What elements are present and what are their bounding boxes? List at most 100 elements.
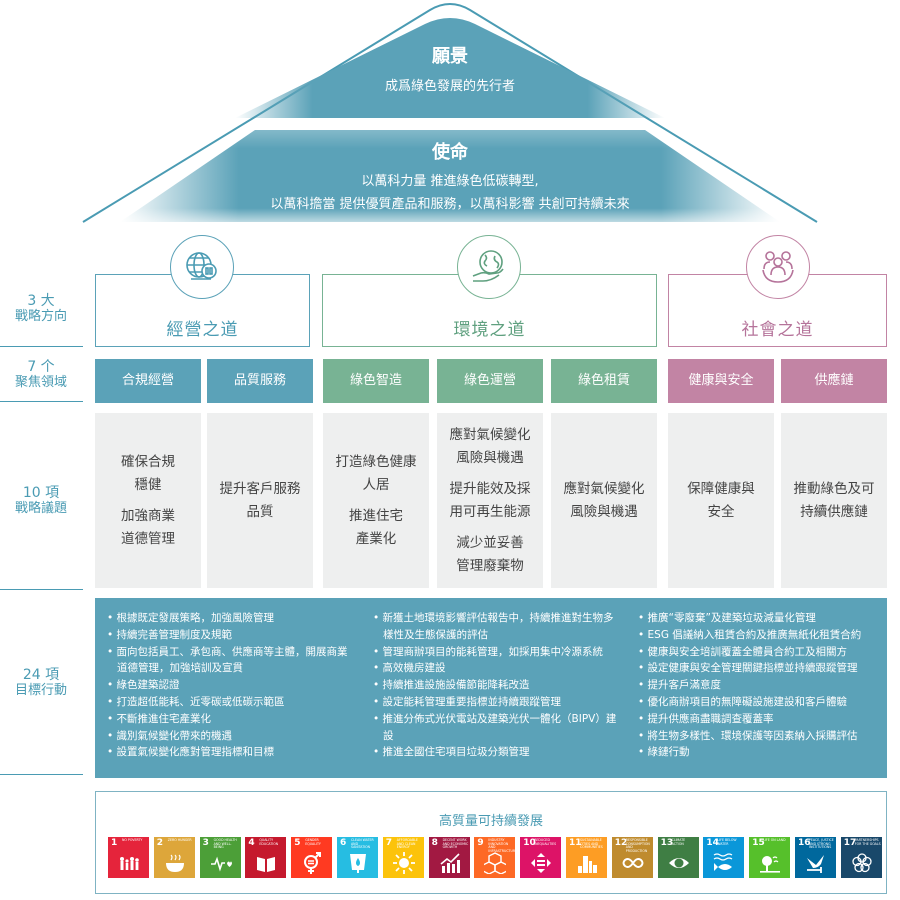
action-item: 健康與安全培訓覆蓋全體員合約工及相關方 [638, 644, 883, 661]
sdg-goal-13: 13Climate Action [657, 837, 699, 878]
sdg-label: Gender Equality [305, 838, 321, 846]
issue-box: 打造綠色健康 人居 推進住宅 產業化 [323, 413, 429, 588]
issue-box: 保障健康與 安全 [668, 413, 774, 588]
action-item: 推進分佈式光伏電站及建築光伏一體化（BIPV）建設 [373, 711, 623, 745]
divider [0, 346, 83, 347]
vision-title: 願景 [432, 46, 468, 67]
action-item: 推廣“零廢棄”及建築垃圾減量化管理 [638, 610, 883, 627]
sdg-label: Peace, Justice and Strong Institutions [809, 838, 834, 850]
tree-icon [760, 856, 781, 873]
equal-arrows-icon [531, 853, 552, 873]
action-item: 綠鏈行動 [638, 744, 883, 761]
sdg-number: 2 [156, 838, 164, 848]
issue-text: 保障健康與 安全 [687, 480, 755, 520]
sdg-label: Reduced Inequalities [534, 838, 557, 846]
water-drop-icon [350, 854, 366, 873]
issue-box: 應對氣候變化 風險與機遇 [551, 413, 657, 588]
dove-icon [807, 855, 824, 873]
sdg-goal-2: 2Zero Hunger [153, 837, 195, 878]
sdg-label: Clean Water and Sanitation [351, 838, 374, 850]
sdg-number: 7 [385, 838, 393, 848]
sdg-goal-15: 15Life on Land [749, 837, 791, 878]
globe-chart-icon [170, 235, 234, 299]
mission-title: 使命 [432, 142, 468, 163]
issue-box: 推動綠色及可 持續供應鏈 [781, 413, 887, 588]
action-item: 將生物多樣性、環境保護等因素納入採購評估 [638, 728, 883, 745]
focus-green-leasing: 綠色租賃 [551, 359, 657, 403]
focus-supply-chain: 供應鏈 [781, 359, 887, 403]
sdg-number: 1 [111, 838, 118, 848]
issue-text: 提升客戶服務 品質 [219, 480, 301, 520]
actions-column-environment: 新獲土地環境影響評估報告中，持續推進對生物多樣性及生態保護的評估管理商辦項目的能… [373, 610, 623, 761]
sdg-goal-7: 7Affordable and Clean Energy [382, 837, 424, 878]
book-icon [257, 857, 276, 872]
action-item: 綠色建築認證 [107, 677, 357, 694]
pyramid-outline [82, 3, 818, 223]
sdg-goal-5: 5Gender Equality [291, 837, 333, 878]
issue-text: 打造綠色健康 人居 [335, 453, 417, 493]
label-focus: 7 个 聚焦領域 [14, 359, 67, 391]
action-item: 高效機房建設 [373, 660, 623, 677]
sdg-label: Climate Action [671, 838, 686, 846]
action-item: 設置氣候變化應對管理指標和目標 [107, 744, 357, 761]
sdg-goal-11: 11Sustainable Cities and Communities [566, 837, 607, 878]
sdg-label: Partnerships for the Goals [854, 838, 881, 846]
sdg-number: 11 [569, 838, 582, 848]
sdg-goal-14: 14Life Below Water [703, 837, 745, 878]
focus-green-manufacturing: 綠色智造 [323, 359, 429, 403]
city-icon [578, 856, 597, 873]
sdg-label: Affordable and Clean Energy [396, 838, 418, 850]
divider [0, 589, 83, 590]
sdg-label: Responsible Consumption and Production [625, 838, 650, 853]
sdg-label: Industry Innovation and Infrastructure [488, 838, 516, 853]
sdg-number: 14 [706, 838, 719, 848]
issue-text: 提升能效及採 用可再生能源 [449, 480, 531, 520]
action-item: 提升供應商盡職調查覆蓋率 [638, 711, 883, 728]
mission-line-2: 以萬科擔當 提供優質產品和服務，以萬科影響 共創可持續未來 [270, 197, 630, 212]
action-item: 管理商辦項目的能耗管理，如採用集中冷源系統 [373, 644, 623, 661]
focus-green-operation: 綠色運營 [437, 359, 543, 403]
fish-icon [714, 853, 733, 871]
focus-quality-service: 品質服務 [207, 359, 313, 403]
sdg-goal-8: 8Decent Work and Economic Growth [428, 837, 470, 878]
issue-text: 推動綠色及可 持續供應鏈 [793, 480, 875, 520]
issue-text: 推進住宅 產業化 [349, 507, 403, 547]
community-people-icon [746, 235, 810, 299]
target-actions-panel: 根據既定發展策略，加強風險管理持續完善管理制度及規範面向包括員工、承包商、供應商… [95, 598, 887, 778]
people-icon [120, 857, 139, 870]
action-item: 推進全國住宅項目垃圾分類管理 [373, 744, 623, 761]
issue-text: 應對氣候變化 風險與機遇 [563, 480, 645, 520]
sdg-number: 17 [843, 838, 857, 848]
focus-compliance: 合規經營 [95, 359, 201, 403]
issue-box: 提升客戶服務 品質 [207, 413, 313, 588]
sdg-number: 3 [202, 838, 209, 848]
sdg-number: 10 [523, 838, 536, 848]
sdg-goal-6: 6Clean Water and Sanitation [337, 837, 378, 878]
direction-title: 社會之道 [741, 320, 814, 340]
cubes-icon [484, 852, 507, 874]
sdg-goal-4: 4 Quality Education [245, 837, 287, 878]
sdg-number: 9 [477, 838, 484, 848]
sdg-number: 4 [248, 838, 255, 848]
sdg-label: No Poverty [122, 838, 143, 842]
pyramid-diagram [82, 3, 818, 223]
label-directions: 3 大 戰略方向 [14, 293, 67, 325]
action-item: 提升客戶滿意度 [638, 677, 883, 694]
issue-box: 應對氣候變化 風險與機遇 提升能效及採 用可再生能源 減少並妥善 管理廢棄物 [437, 413, 543, 588]
eye-earth-icon [668, 858, 689, 868]
sdg-label: Zero Hunger [167, 838, 192, 842]
sdg-number: 16 [798, 838, 811, 848]
sdg-label: Quality Education [259, 838, 279, 846]
sdg-label: Decent Work and Economic Growth [442, 838, 469, 850]
action-item: 優化商辦項目的無障礙設施建設和客戶體驗 [638, 694, 883, 711]
rings-icon [852, 853, 872, 873]
issue-box: 確保合規 穩健 加強商業 道德管理 [95, 413, 201, 588]
sdg-number: 13 [660, 838, 674, 848]
gender-icon [304, 852, 322, 874]
sdg-goal-12: 12Responsible Consumption and Production [611, 837, 653, 878]
action-item: 設定健康與安全管理關鍵指標並持續跟蹤管理 [638, 660, 883, 677]
vision-band [235, 18, 665, 118]
direction-title: 環境之道 [453, 320, 526, 340]
action-item: 根據既定發展策略，加強風險管理 [107, 610, 357, 627]
action-item: 持續完善管理制度及規範 [107, 627, 357, 644]
